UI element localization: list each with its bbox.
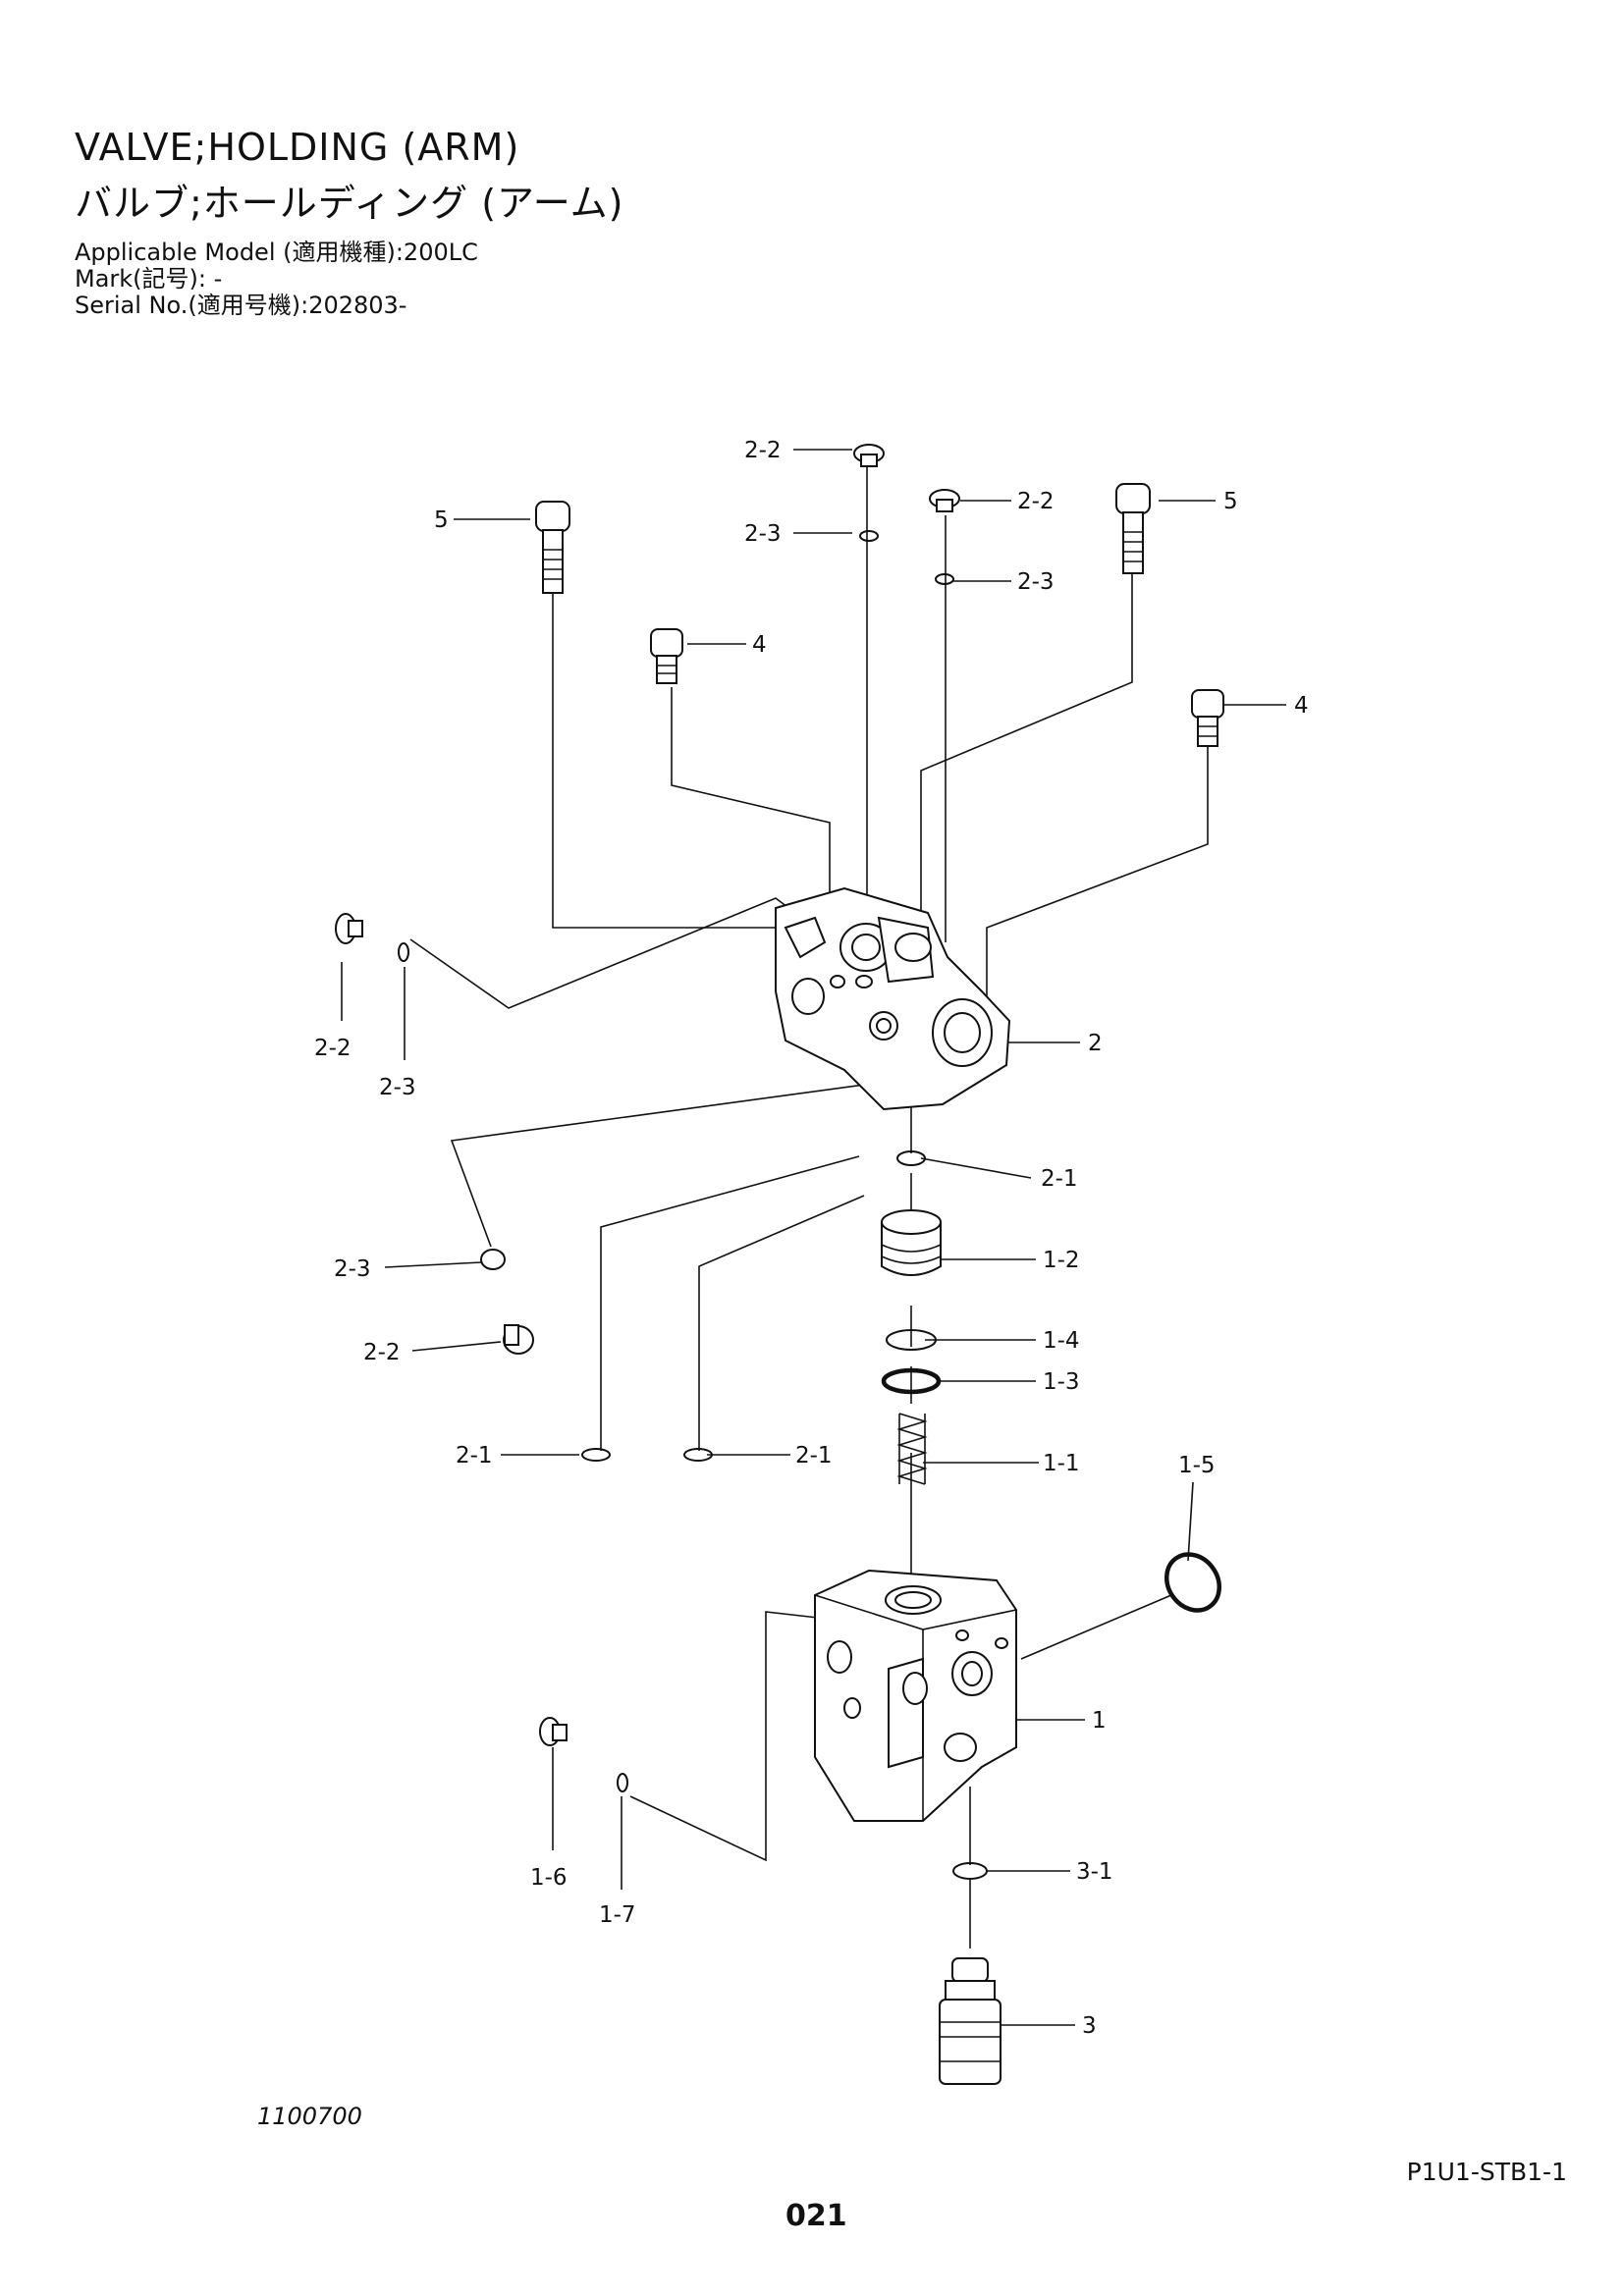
callout-2-2-top: 2-2 — [744, 438, 782, 463]
callout-1-3: 1-3 — [1043, 1369, 1080, 1395]
sheet-code: P1U1-STB1-1 — [1406, 2158, 1567, 2186]
part-bolt-5-left — [535, 501, 570, 594]
callout-2-3-low: 2-3 — [334, 1256, 371, 1282]
callout-1-5: 1-5 — [1178, 1453, 1216, 1478]
callout-5-left: 5 — [434, 507, 449, 533]
part-plug-2-2-top — [853, 444, 885, 467]
part-plug-1-6 — [539, 1717, 568, 1746]
part-bolt-4-left — [650, 628, 683, 684]
applicable-model: Applicable Model (適用機種):200LC — [75, 239, 478, 266]
callout-2-2-low: 2-2 — [363, 1340, 401, 1365]
part-oring-1-7 — [617, 1773, 628, 1792]
part-ring-1-4 — [886, 1329, 937, 1351]
part-valve-body-2 — [775, 886, 1011, 1111]
callout-3-1: 3-1 — [1076, 1859, 1113, 1885]
callout-2: 2 — [1088, 1031, 1103, 1056]
part-oring-2-1-right — [683, 1448, 713, 1462]
callout-leaders — [341, 449, 1286, 2026]
part-valve-body-1 — [814, 1569, 1017, 1822]
callout-labels: 2-2 2-3 5 2-2 2-3 5 4 4 2-2 2-3 2 2-1 1-… — [314, 438, 1309, 2039]
drawing-number: 1100700 — [257, 2103, 362, 2130]
callout-2-1-a: 2-1 — [1041, 1166, 1078, 1192]
part-bolt-5-right — [1115, 483, 1151, 574]
callout-4-right: 4 — [1294, 693, 1309, 719]
callout-5-right: 5 — [1223, 489, 1238, 514]
callout-1-6: 1-6 — [530, 1865, 568, 1891]
part-oring-1-5 — [1164, 1552, 1221, 1613]
part-spring-1-1 — [896, 1413, 928, 1485]
part-oring-2-3-side — [398, 942, 409, 962]
part-oring-2-3-low — [480, 1249, 506, 1270]
part-plug-2-2-mid — [929, 489, 960, 512]
callout-1-7: 1-7 — [599, 1902, 636, 1928]
part-oring-2-3-mid — [935, 573, 954, 585]
callout-2-3-top: 2-3 — [744, 521, 782, 547]
part-oring-2-1-center — [896, 1150, 926, 1166]
callout-2-3-mid: 2-3 — [1017, 569, 1055, 595]
part-plug-2-2-side — [335, 913, 363, 944]
callout-1: 1 — [1092, 1708, 1107, 1734]
part-oring-3-1 — [952, 1862, 988, 1880]
title-japanese: バルブ;ホールディング (アーム) — [75, 182, 624, 225]
callout-2-2-side: 2-2 — [314, 1036, 352, 1061]
part-plug-2-2-low — [503, 1324, 534, 1355]
callout-2-1-b: 2-1 — [456, 1443, 493, 1468]
part-oring-1-3 — [881, 1367, 942, 1395]
callout-1-1: 1-1 — [1043, 1451, 1080, 1476]
title-english: VALVE;HOLDING (ARM) — [75, 126, 520, 169]
callout-3: 3 — [1082, 2013, 1097, 2039]
page-number: 021 — [785, 2199, 847, 2233]
part-bolt-4-right — [1191, 689, 1224, 747]
assembly-lines — [409, 461, 1209, 1949]
part-poppet-1-2 — [881, 1209, 942, 1276]
part-oring-2-1-left — [581, 1448, 611, 1462]
callout-1-2: 1-2 — [1043, 1248, 1080, 1273]
part-oring-2-3-top — [859, 530, 879, 542]
serial-number: Serial No.(適用号機):202803- — [75, 292, 407, 319]
mark-label: Mark(記号): - — [75, 265, 223, 293]
callout-2-3-side: 2-3 — [379, 1075, 416, 1100]
callout-2-2-mid: 2-2 — [1017, 489, 1055, 514]
part-relief-valve-3 — [939, 1957, 1001, 2085]
callout-1-4: 1-4 — [1043, 1328, 1080, 1354]
callout-2-1-c: 2-1 — [795, 1443, 833, 1468]
callout-4-left: 4 — [752, 632, 767, 658]
